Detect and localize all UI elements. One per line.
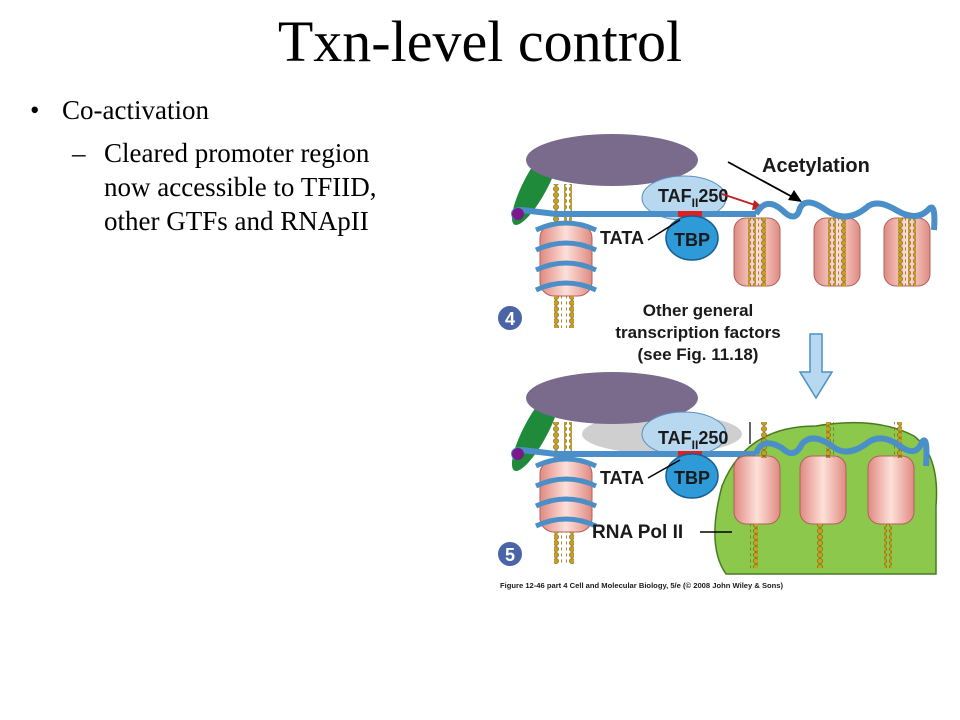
tata-label: TATA xyxy=(600,468,644,488)
acetylation-label: Acetylation xyxy=(762,155,870,177)
histone-tail xyxy=(566,532,574,564)
dna-strand xyxy=(511,446,756,460)
dna-strand xyxy=(511,206,756,220)
acetylated-nucleosomes xyxy=(733,422,930,568)
taf250-label: TAFII250 xyxy=(658,428,728,452)
step-number-5: 5 xyxy=(505,545,515,565)
nucleosome xyxy=(534,220,598,297)
step-number-4: 4 xyxy=(505,309,515,329)
rna-pol-label: RNA Pol II xyxy=(592,522,683,543)
down-arrow xyxy=(798,333,834,400)
tata-box xyxy=(678,211,702,217)
histone-tail xyxy=(566,296,574,328)
acetylation-arrow-red xyxy=(721,193,759,207)
sub-bullet-text: Cleared promoter region now accessible t… xyxy=(104,136,444,238)
tata-label: TATA xyxy=(600,228,644,248)
gtf-label-line: Other general xyxy=(643,301,754,320)
panel-step-5: TBP TATA TAFII250 RNA Pol II 5 xyxy=(498,372,938,575)
tata-leader-line xyxy=(647,219,681,241)
histone-tail xyxy=(552,184,560,232)
histone-tail xyxy=(554,532,562,564)
histone-tail xyxy=(564,422,572,472)
tbp-protein xyxy=(665,453,719,499)
tfiid-complex xyxy=(526,134,698,186)
histone-tail xyxy=(554,296,562,328)
purple-marker xyxy=(512,448,524,460)
histone-tail xyxy=(552,422,560,472)
histone-tail xyxy=(564,184,572,232)
tfiid-complex xyxy=(526,372,698,424)
slide-title: Txn-level control xyxy=(277,9,683,74)
figure-caption: Figure 12-46 part 4 Cell and Molecular B… xyxy=(500,581,784,590)
gtf-label-line: (see Fig. 11.18) xyxy=(638,345,759,364)
tbp-protein xyxy=(665,215,719,261)
step-badge-4 xyxy=(498,306,522,330)
sub-bullet-marker: – xyxy=(72,138,86,168)
sub-bullet-line: Cleared promoter region xyxy=(104,138,370,168)
bullet-text: Co-activation xyxy=(62,95,209,125)
tbp-label: TBP xyxy=(674,468,710,488)
transcription-diagram: TBP TATA TAFII250 Acetylation xyxy=(498,134,938,590)
acetylation-arrow xyxy=(727,161,799,201)
sub-bullet-line: other GTFs and RNApII xyxy=(104,206,369,236)
gtf-annotation: Other general transcription factors (see… xyxy=(615,301,834,400)
tata-leader-line xyxy=(647,459,681,479)
tbp-label: TBP xyxy=(674,230,710,250)
bullet-marker: • xyxy=(30,95,40,125)
arrowhead xyxy=(788,190,802,202)
gtf-label-line: transcription factors xyxy=(615,323,780,342)
nucleosome xyxy=(534,456,598,533)
acetylated-nucleosomes xyxy=(733,199,938,287)
sub-bullet-line: now accessible to TFIID, xyxy=(104,172,377,202)
step-badge-5 xyxy=(498,542,522,566)
purple-marker xyxy=(512,208,524,220)
panel-step-4: TBP TATA TAFII250 Acetylation xyxy=(498,134,938,330)
taf250-label: TAFII250 xyxy=(658,186,728,210)
